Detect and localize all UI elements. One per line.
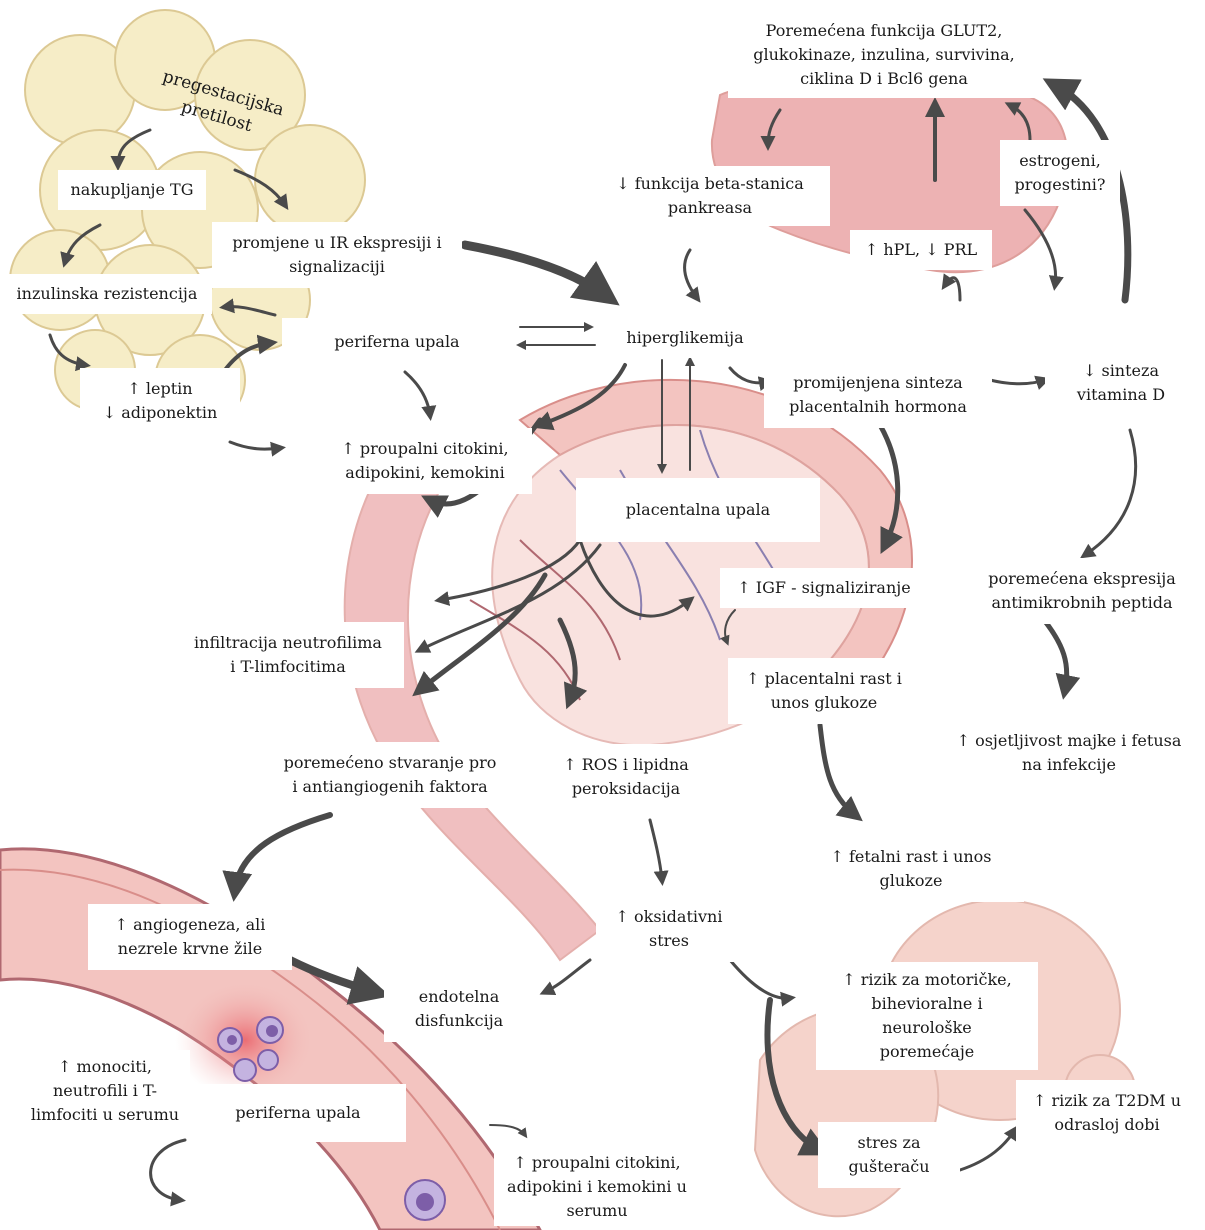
node-serum-leukocytes: ↑ monociti, neutrofili i T- limfociti u … <box>20 1050 190 1132</box>
node-serum-cytokines: ↑ proupalni citokini, adipokini i kemoki… <box>494 1148 700 1226</box>
node-ros-lipid-peroxidation: ↑ ROS i lipidna peroksidacija <box>536 744 716 810</box>
node-placental-inflammation: placentalna upala <box>576 478 820 542</box>
node-oxidative-stress: ↑ oksidativni stres <box>596 896 742 962</box>
node-antimicrobial-peptides: poremećena ekspresija antimikrobnih pept… <box>966 558 1198 624</box>
node-hpl-prl: ↑ hPL, ↓ PRL <box>850 230 992 270</box>
node-fetal-growth: ↑ fetalni rast i unos glukoze <box>798 836 1024 902</box>
node-placental-hormones: promijenjena sinteza placentalnih hormon… <box>764 362 992 428</box>
node-vitamin-d: ↓ sinteza vitamina D <box>1045 338 1197 428</box>
node-estrogen-progestin: estrogeni, progestini? <box>1000 140 1120 206</box>
node-angiogenic-factors: poremećeno stvaranje pro i antiangiogeni… <box>270 742 510 808</box>
node-motor-behavioral-risk: ↑ rizik za motoričke, bihevioralne i neu… <box>816 962 1038 1070</box>
node-neutrophil-infiltration: infiltracija neutrofilima i T-limfocitim… <box>172 622 404 688</box>
node-beta-cell-function: ↓ funkcija beta-stanica pankreasa <box>590 166 830 226</box>
node-placental-growth: ↑ placentalni rast i unos glukoze <box>728 658 920 724</box>
node-peripheral-inflammation-bottom: periferna upala <box>190 1084 406 1142</box>
node-leptin-adiponectin: ↑ leptin ↓ adiponektin <box>80 368 240 434</box>
node-insulin-resistance: inzulinska rezistencija <box>2 274 212 314</box>
node-angiogenesis: ↑ angiogeneza, ali nezrele krvne žile <box>88 904 292 970</box>
node-proinflammatory-cytokines-top: ↑ proupalni citokini, adipokini, kemokin… <box>318 428 532 494</box>
node-peripheral-inflammation-top: periferna upala <box>282 318 512 366</box>
node-pancreas-stress: stres za gušteraču <box>818 1122 960 1188</box>
node-hyperglycemia: hiperglikemija <box>600 318 770 358</box>
node-infection-susceptibility: ↑ osjetljivost majke i fetusa na infekci… <box>940 720 1198 786</box>
node-t2dm-risk: ↑ rizik za T2DM u odrasloj dobi <box>1016 1080 1198 1146</box>
node-endothelial-dysfunction: endotelna disfunkcija <box>384 976 534 1042</box>
node-ir-expression-change: promjene u IR ekspresiji i signalizaciji <box>212 222 462 288</box>
node-igf-signaling: ↑ IGF - signaliziranje <box>720 568 928 608</box>
node-gene-disruption: Poremećena funkcija GLUT2, glukokinaze, … <box>728 12 1040 98</box>
node-tg-accumulation: nakupljanje TG <box>58 170 206 210</box>
